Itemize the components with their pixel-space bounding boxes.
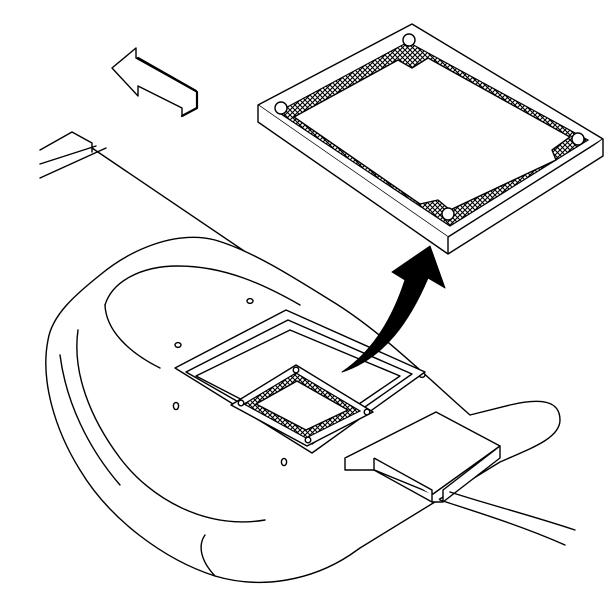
socket-cover (257, 23, 604, 255)
direction-arrow-icon (111, 47, 199, 118)
upper-panel (39, 131, 251, 256)
removal-arrow-icon (341, 245, 446, 373)
lower-socket (230, 364, 374, 447)
connector-bracket (344, 411, 576, 546)
